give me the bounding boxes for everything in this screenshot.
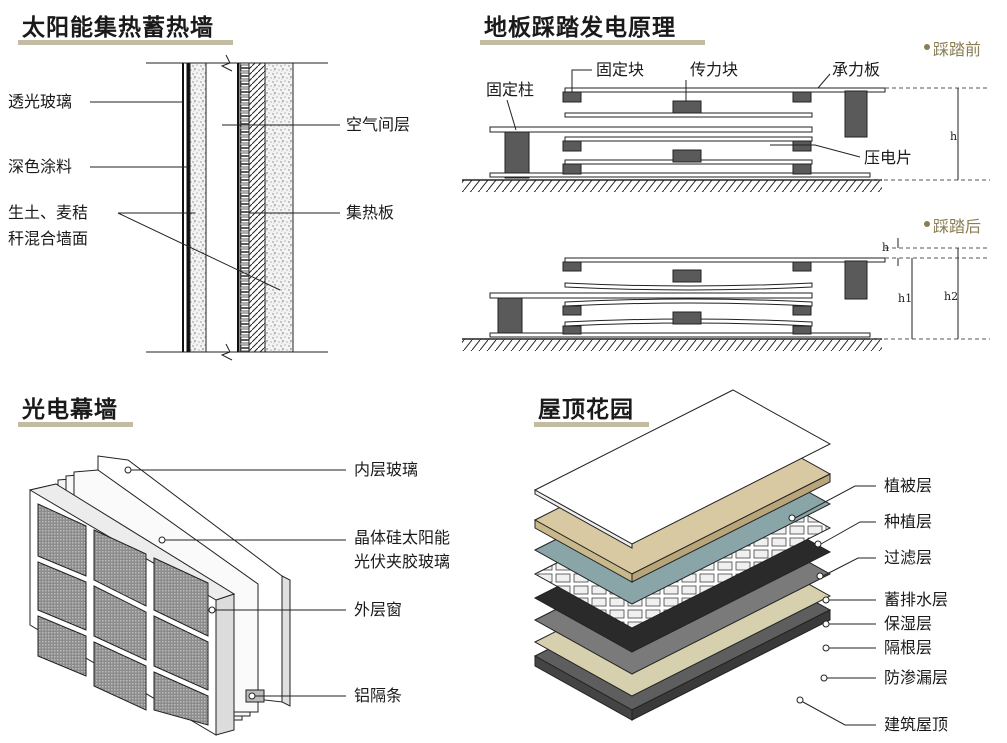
collector-label: 集热板 bbox=[346, 203, 395, 222]
dim-h2: h2 bbox=[944, 290, 959, 303]
roof-layer-5: 隔根层 bbox=[884, 638, 933, 657]
roof-layer-7: 建筑屋顶 bbox=[884, 715, 949, 734]
after-tag: 踩踏后 bbox=[933, 217, 982, 236]
roof-layer-0: 植被层 bbox=[884, 476, 933, 495]
fixed-block-label: 固定块 bbox=[596, 60, 645, 79]
air-layer-label: 空气间层 bbox=[346, 115, 411, 134]
after-dot bbox=[924, 221, 930, 227]
roof-layer-2: 过滤层 bbox=[884, 548, 933, 567]
solar-wall-diagram bbox=[90, 54, 340, 361]
outer-window-label: 外层窗 bbox=[354, 600, 403, 619]
roof-layer-6: 防渗漏层 bbox=[884, 668, 949, 687]
roof-garden-diagram bbox=[533, 389, 876, 726]
pv-glass-label-2: 光伏夹胶玻璃 bbox=[354, 552, 451, 571]
solar-wall-title-bar bbox=[18, 40, 233, 45]
pv-curtain-panel: 光电幕墙 bbox=[0, 380, 500, 743]
dim-h1: h1 bbox=[898, 292, 913, 305]
roof-layer-4: 保湿层 bbox=[884, 614, 933, 633]
pv-curtain-diagram bbox=[28, 455, 346, 736]
bearing-plate-label: 承力板 bbox=[832, 60, 881, 79]
roof-garden-title-bar bbox=[534, 422, 649, 427]
paint-label: 深色涂料 bbox=[8, 157, 73, 176]
floor-power-title: 地板踩踏发电原理 bbox=[484, 14, 676, 41]
before-tag: 踩踏前 bbox=[933, 40, 982, 59]
transfer-block-label: 传力块 bbox=[690, 60, 739, 79]
roof-layer-1: 种植层 bbox=[884, 512, 933, 531]
piezo-label: 压电片 bbox=[864, 148, 913, 167]
floor-power-diagram bbox=[462, 69, 990, 351]
pv-curtain-title: 光电幕墙 bbox=[22, 396, 118, 423]
fixed-post-label: 固定柱 bbox=[486, 80, 535, 99]
roof-garden-title: 屋顶花园 bbox=[538, 396, 634, 423]
spacer-label: 铝隔条 bbox=[354, 686, 403, 705]
inner-glass-label: 内层玻璃 bbox=[354, 460, 419, 479]
wall-label-2: 秆混合墙面 bbox=[8, 229, 89, 248]
pv-curtain-title-bar bbox=[18, 422, 133, 427]
pv-glass-label-1: 晶体硅太阳能 bbox=[354, 528, 451, 547]
solar-wall-panel: 太阳能集热蓄热墙 bbox=[0, 0, 480, 370]
glass-label: 透光玻璃 bbox=[8, 92, 73, 111]
roof-layer-3: 蓄排水层 bbox=[884, 590, 949, 609]
roof-garden-panel: 屋顶花园 bbox=[500, 380, 1007, 743]
solar-wall-title: 太阳能集热蓄热墙 bbox=[22, 14, 214, 41]
wall-label-1: 生土、麦秸 bbox=[8, 203, 89, 222]
dim-h-before: h bbox=[950, 130, 958, 143]
floor-power-title-bar bbox=[480, 40, 705, 45]
dim-h-after: h bbox=[882, 241, 890, 254]
before-dot bbox=[924, 44, 930, 50]
floor-power-panel: 地板踩踏发电原理 踩踏前 踩踏后 bbox=[0, 0, 1007, 370]
